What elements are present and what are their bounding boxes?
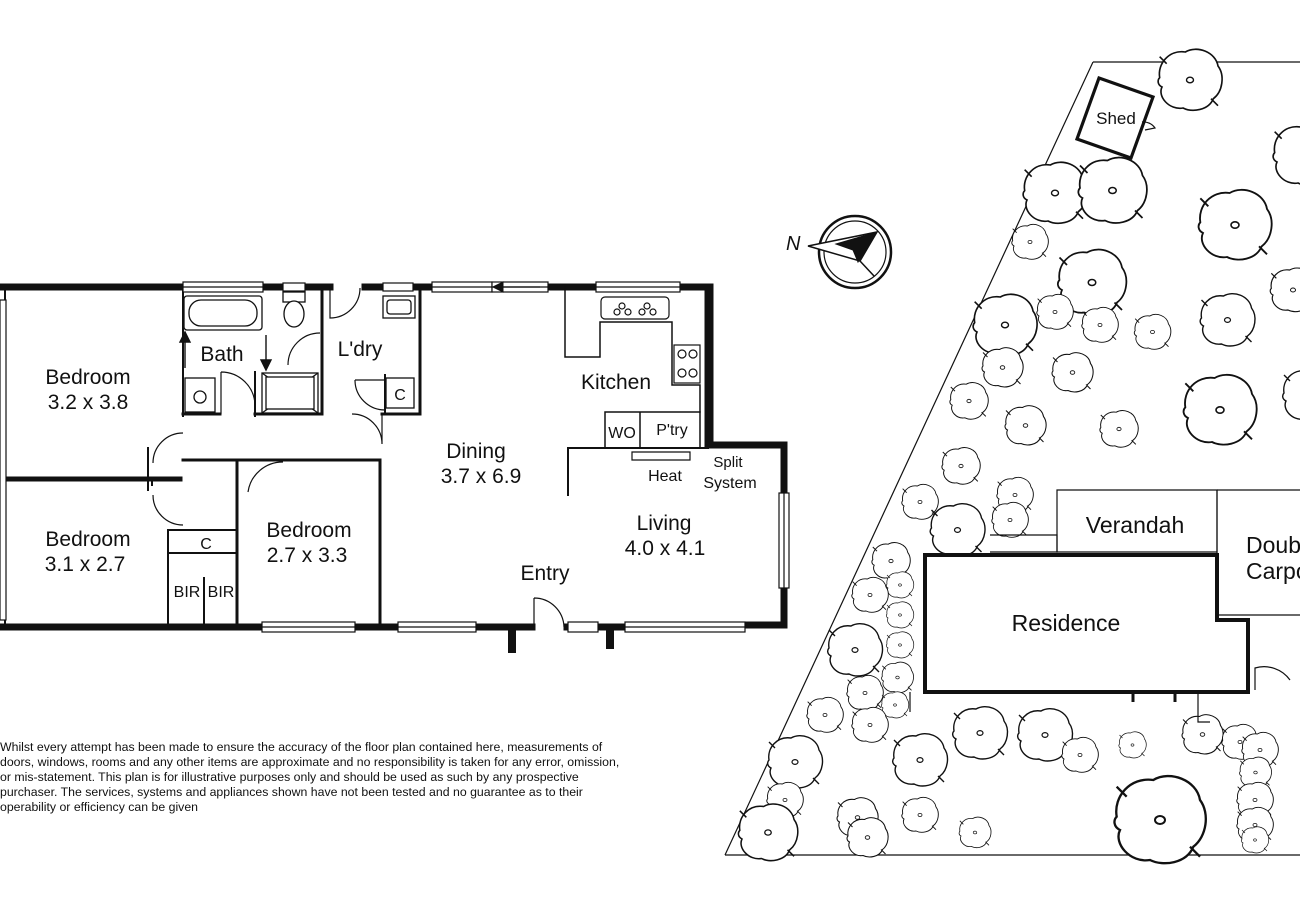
- bedroom-1-dims: 3.2 x 3.8: [48, 391, 129, 414]
- bir-1-label: BIR: [174, 584, 201, 601]
- bathroom-fixtures: [183, 291, 416, 414]
- windows: [0, 281, 790, 633]
- dining-name: Dining: [446, 440, 506, 463]
- entry-label: Entry: [520, 562, 570, 585]
- shed-label: Shed: [1096, 109, 1136, 128]
- bedroom-2-dims: 3.1 x 2.7: [45, 553, 126, 576]
- kitchen-label: Kitchen: [581, 371, 651, 394]
- living-dims: 4.0 x 4.1: [625, 537, 706, 560]
- north-label: N: [786, 233, 801, 255]
- north-compass-icon: [807, 214, 893, 290]
- split-system-line2: System: [703, 475, 756, 492]
- site-structures: [909, 489, 1300, 723]
- verandah-label: Verandah: [1086, 512, 1184, 538]
- disclaimer-text: Whilst every attempt has been made to en…: [0, 740, 620, 814]
- laundry-label: L'dry: [338, 338, 383, 361]
- trees: [737, 48, 1300, 865]
- door-swings: [152, 287, 565, 628]
- bedroom-3-dims: 2.7 x 3.3: [267, 544, 348, 567]
- fixture-labels: C C BIR BIR WO P'try Heat Split System: [174, 387, 757, 601]
- bath-arrows: [178, 330, 273, 372]
- wall-oven-label: WO: [608, 425, 636, 442]
- shed: [1074, 75, 1157, 161]
- laundry-cupboard-label: C: [394, 387, 406, 404]
- split-system-line1: Split: [713, 454, 743, 471]
- room-labels: Bedroom 3.2 x 3.8 Bedroom 3.1 x 2.7 Bedr…: [45, 338, 706, 585]
- heater-label: Heat: [648, 468, 682, 485]
- bath-label: Bath: [200, 343, 243, 366]
- pantry-label: P'try: [656, 422, 688, 439]
- entry-pillars: [508, 627, 614, 653]
- bedroom-1-name: Bedroom: [45, 366, 130, 389]
- dining-dims: 3.7 x 6.9: [441, 465, 522, 488]
- residence-label: Residence: [1012, 610, 1121, 636]
- cupboard-boxes: [385, 377, 415, 409]
- house-walls: [0, 283, 788, 631]
- carport-label-line2: Carpo: [1246, 558, 1300, 584]
- bedroom-3-name: Bedroom: [266, 519, 351, 542]
- hall-cupboard-label: C: [200, 536, 212, 553]
- sliding-door-arrow: [491, 281, 540, 293]
- kitchen-fixtures: [600, 296, 701, 384]
- carport-label-line1: Doubl: [1246, 532, 1300, 558]
- living-name: Living: [637, 512, 692, 535]
- bir-2-label: BIR: [208, 584, 235, 601]
- bedroom-2-name: Bedroom: [45, 528, 130, 551]
